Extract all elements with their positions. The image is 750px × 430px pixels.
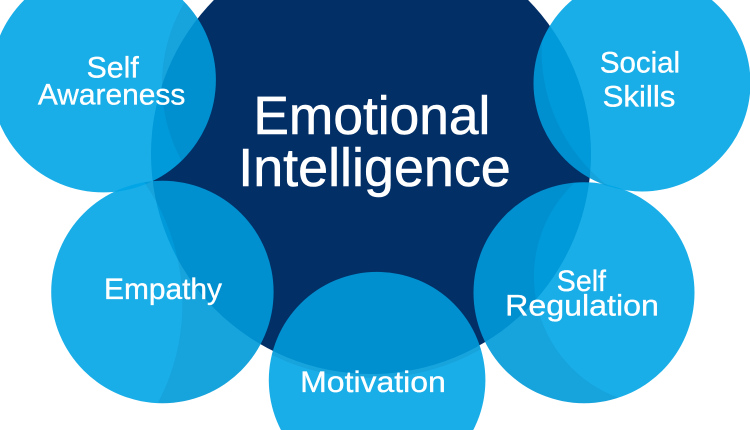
svg-text:Intelligence: Intelligence [238,138,511,198]
svg-text:Regulation: Regulation [505,289,659,322]
svg-text:Skills: Skills [603,80,676,113]
svg-text:Motivation: Motivation [300,366,446,399]
svg-text:Empathy: Empathy [104,273,222,306]
svg-text:Social: Social [600,47,680,80]
svg-text:Self: Self [557,265,607,298]
svg-text:Emotional: Emotional [253,86,490,146]
svg-text:Self: Self [87,51,140,84]
svg-text:Awareness: Awareness [38,79,185,112]
